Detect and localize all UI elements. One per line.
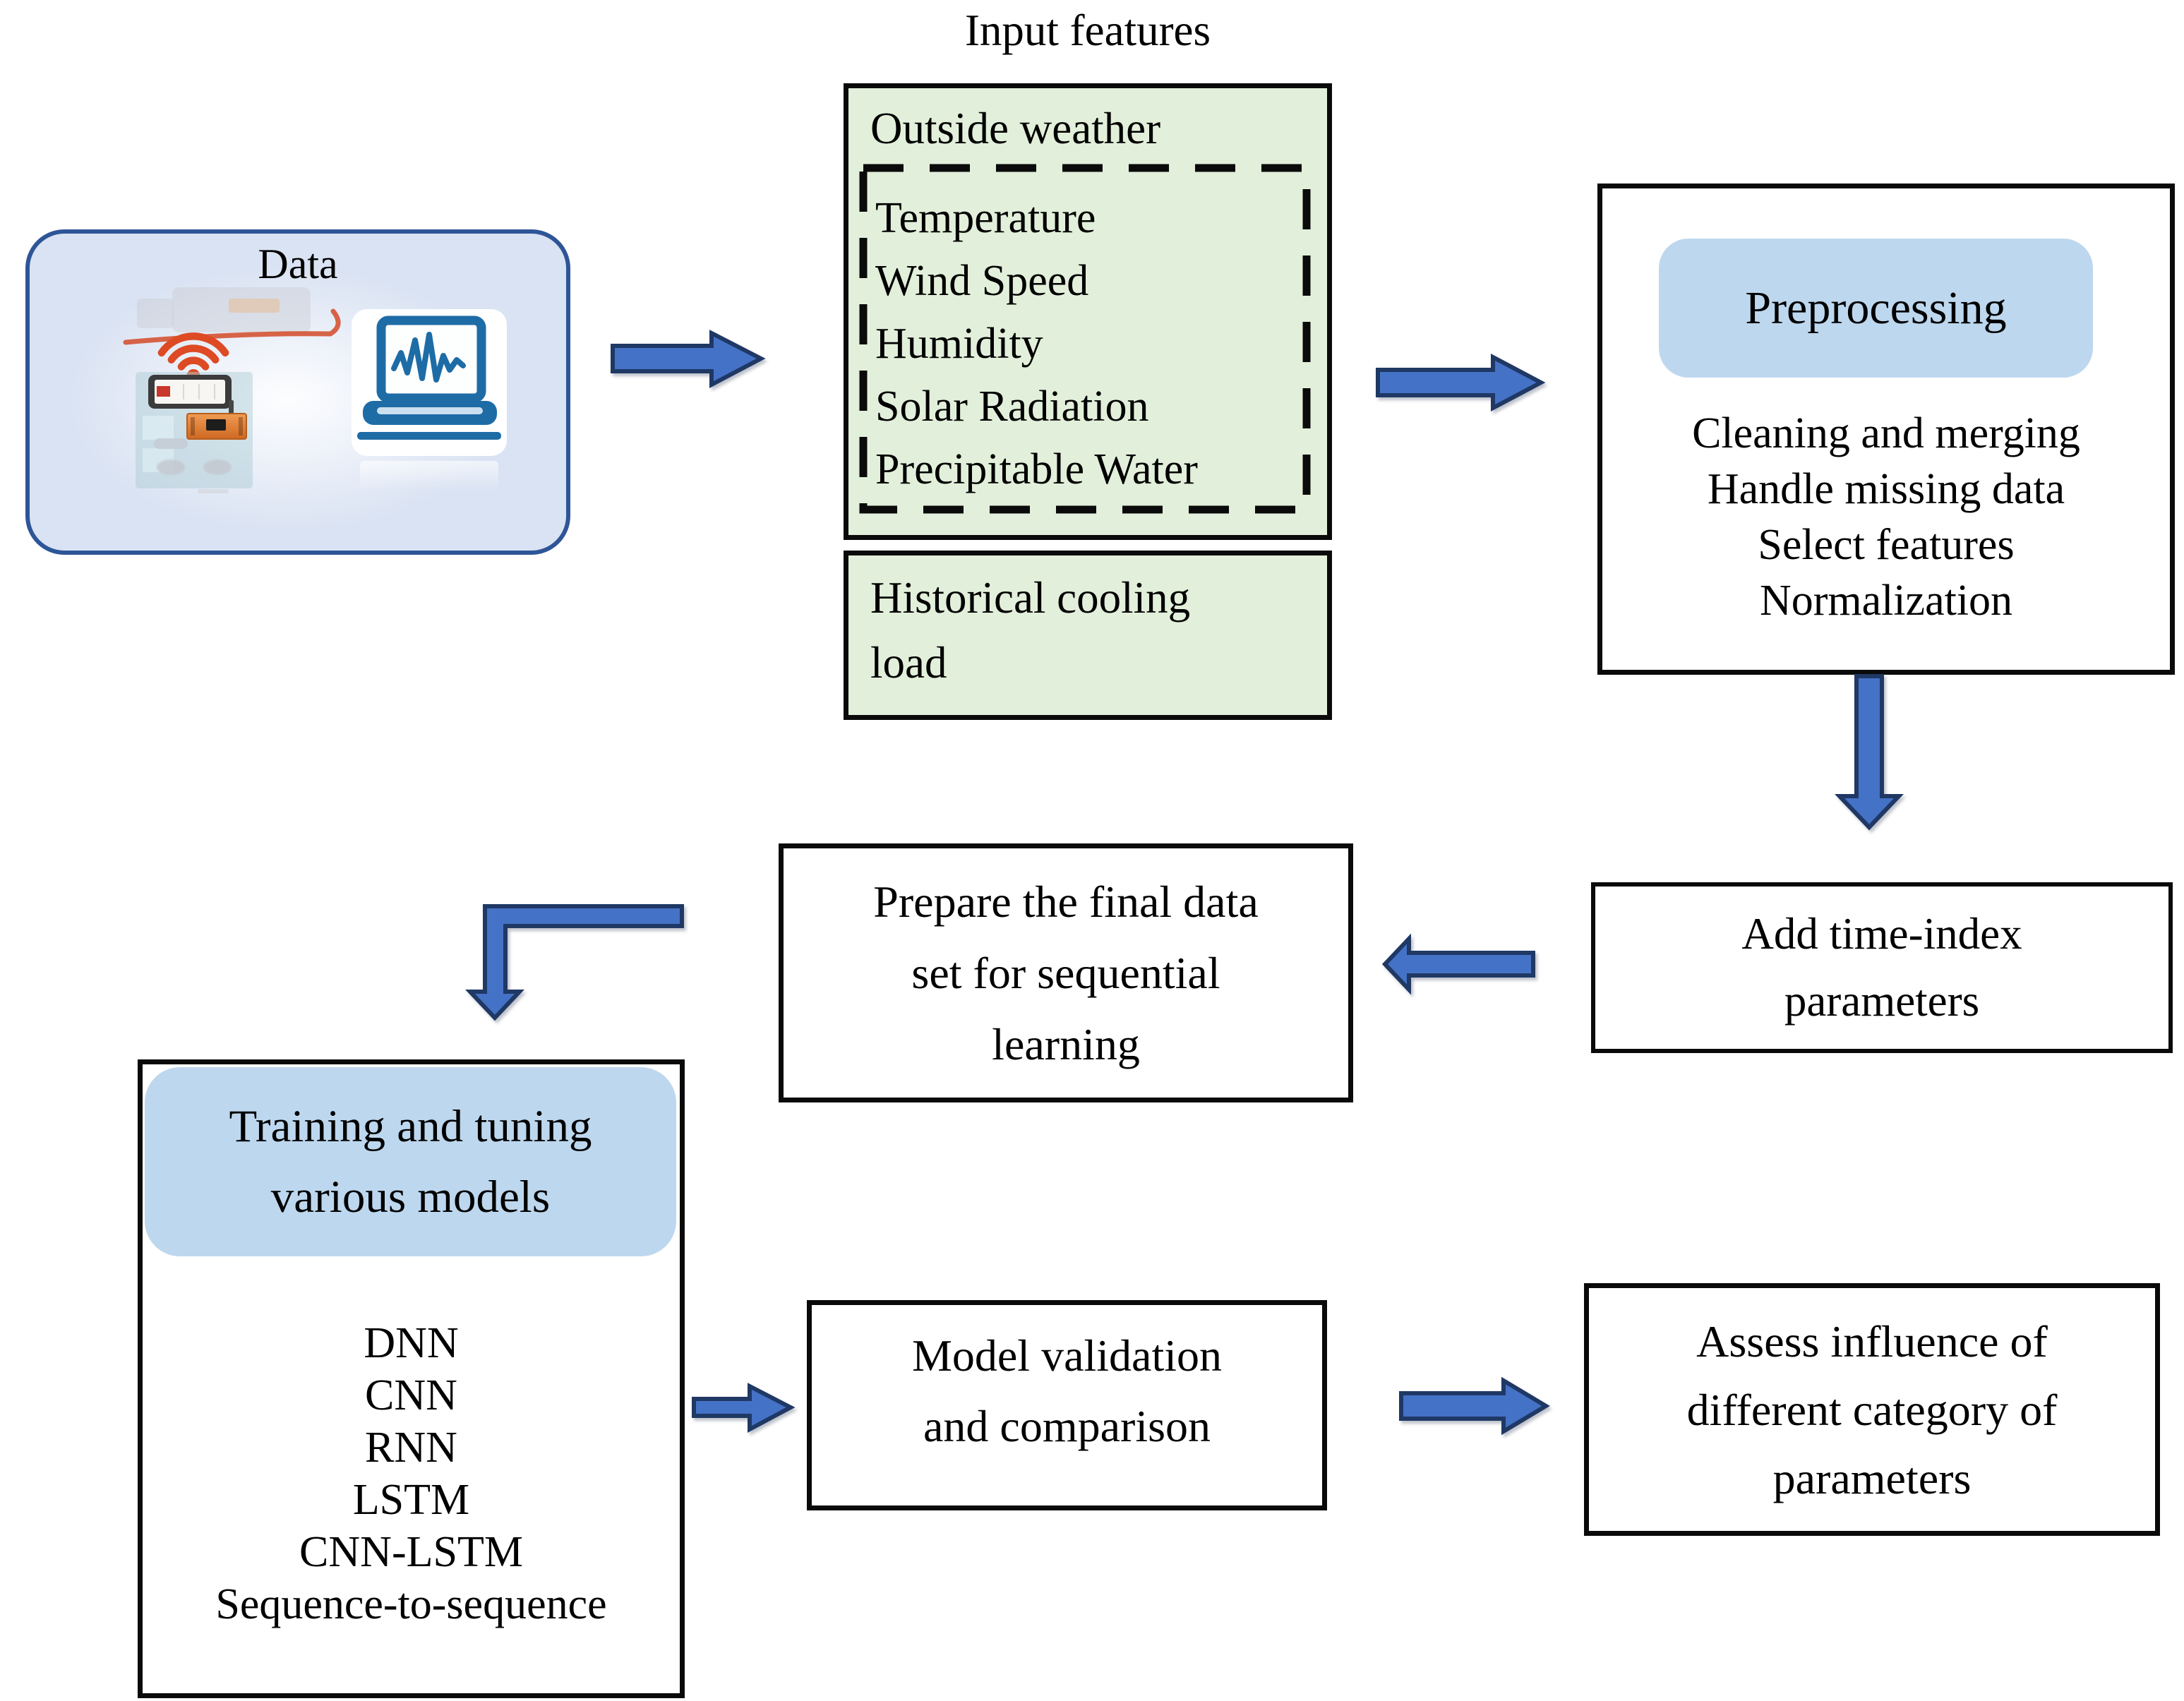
text-line: Assess influence of: [1696, 1316, 2048, 1366]
connector: [154, 438, 188, 449]
list-item: CNN-LSTM: [299, 1528, 523, 1576]
text-line: various models: [270, 1172, 551, 1222]
arrow-preprocessing-to-add-time-index: [1834, 674, 1904, 831]
text-line: learning: [992, 1019, 1140, 1069]
list-item: Humidity: [875, 320, 1043, 368]
knob: [203, 459, 232, 475]
outside-weather-box: Outside weather Temperature Wind Speed H…: [844, 83, 1332, 540]
list-item: Precipitable Water: [875, 445, 1198, 493]
weather-feature-list: Temperature Wind Speed Humidity Solar Ra…: [875, 187, 1198, 501]
text-line: Model validation: [911, 1330, 1223, 1381]
historical-cooling-load-text: Historical cooling load: [870, 565, 1190, 695]
list-item: LSTM: [352, 1476, 470, 1524]
model-list: DNN CNN RNN LSTM CNN-LSTM Sequence-to-se…: [143, 1317, 680, 1630]
text-line: parameters: [1784, 976, 1980, 1026]
list-item: Solar Radiation: [875, 383, 1149, 431]
antenna: [229, 400, 234, 416]
model-validation-text: Model validation and comparison: [912, 1321, 1222, 1462]
prepare-dataset-text: Prepare the final data set for sequentia…: [873, 866, 1259, 1080]
list-item: Normalization: [1759, 577, 2013, 625]
list-item: Sequence-to-sequence: [215, 1580, 607, 1628]
text-line: Historical cooling: [870, 573, 1191, 623]
text-line: different category of: [1686, 1384, 2058, 1435]
arrow-validation-to-assess: [1399, 1376, 1550, 1436]
arrow-prepare-to-training-elbow: [465, 904, 684, 1021]
laptop-card: [352, 309, 507, 456]
list-item: CNN: [365, 1371, 457, 1419]
add-time-index-box: Add time-index parameters: [1591, 882, 2173, 1053]
list-item: DNN: [364, 1319, 459, 1367]
list-item: Handle missing data: [1707, 465, 2065, 513]
list-item: Select features: [1758, 521, 2015, 569]
list-item: Temperature: [875, 194, 1096, 242]
laptop-waveform-icon: [357, 315, 501, 440]
assess-influence-text: Assess influence of different category o…: [1687, 1307, 2058, 1513]
add-time-index-text: Add time-index parameters: [1741, 901, 2022, 1035]
text-line: parameters: [1772, 1453, 1972, 1503]
knob: [157, 459, 185, 475]
text-line: Prepare the final data: [873, 877, 1259, 927]
outside-weather-header: Outside weather: [870, 104, 1161, 153]
shadow-mark: [198, 489, 229, 493]
arrow-input-to-preprocessing: [1376, 354, 1546, 411]
model-validation-box: Model validation and comparison: [807, 1300, 1327, 1510]
text-line: Training and tuning: [229, 1101, 592, 1152]
list-item: Wind Speed: [875, 257, 1089, 305]
training-box: Training and tuning various models DNN C…: [138, 1059, 685, 1698]
text-line: Add time-index: [1741, 909, 2022, 958]
assess-influence-box: Assess influence of different category o…: [1584, 1283, 2160, 1536]
input-features-label: Input features: [964, 6, 1211, 55]
arrow-data-to-input-features: [611, 330, 766, 388]
training-header-pill: Training and tuning various models: [145, 1067, 676, 1256]
historical-cooling-load-box: Historical cooling load: [844, 551, 1332, 720]
data-logger-icon: [186, 413, 247, 440]
arrow-add-time-index-to-prepare: [1381, 933, 1535, 995]
data-box: Data: [25, 229, 570, 555]
laptop-reflection: [360, 461, 498, 491]
text-line: and comparison: [923, 1401, 1211, 1451]
prepare-dataset-box: Prepare the final data set for sequentia…: [779, 843, 1353, 1102]
list-item: Cleaning and merging: [1692, 409, 2080, 457]
preprocessing-header: Preprocessing: [1745, 282, 2007, 334]
preprocessing-header-pill: Preprocessing: [1659, 239, 2093, 378]
preprocessing-steps: Cleaning and merging Handle missing data…: [1602, 406, 2170, 629]
text-line: set for sequential: [911, 948, 1220, 998]
preprocessing-box: Preprocessing Cleaning and merging Handl…: [1597, 184, 2175, 675]
ghost-devices-icon: [123, 287, 341, 345]
arrow-training-to-validation: [692, 1383, 796, 1433]
text-line: load: [870, 638, 947, 687]
smart-meter-icon: [148, 375, 232, 409]
training-header: Training and tuning various models: [229, 1091, 592, 1232]
list-item: RNN: [365, 1424, 457, 1472]
data-box-title: Data: [258, 241, 338, 287]
